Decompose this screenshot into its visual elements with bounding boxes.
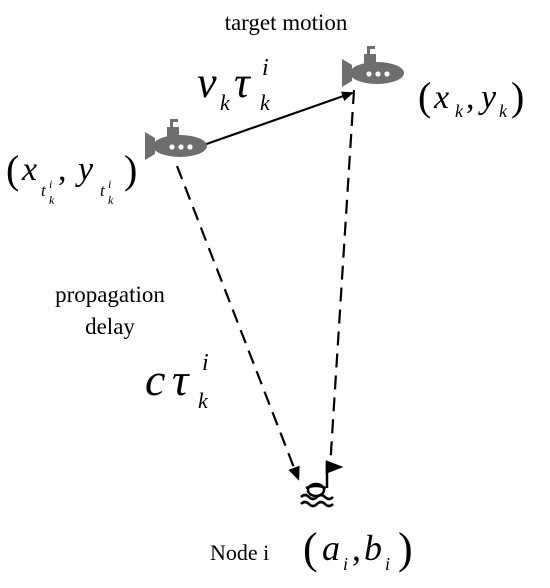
svg-text:i: i bbox=[49, 177, 52, 191]
svg-text:k: k bbox=[220, 90, 231, 115]
svg-text:y: y bbox=[478, 79, 497, 116]
submarine-icon bbox=[145, 119, 207, 160]
svg-text:,: , bbox=[352, 528, 361, 568]
svg-text:v: v bbox=[197, 58, 217, 107]
svg-text:i: i bbox=[108, 177, 111, 191]
svg-text:c: c bbox=[145, 354, 165, 405]
current-position-label: ( x k , y k ) bbox=[418, 74, 524, 121]
delay-term: c τ i k bbox=[145, 350, 209, 413]
buoy-node-icon bbox=[300, 460, 344, 508]
past-position-label: ( x t i k , y t i k ) bbox=[6, 147, 137, 207]
svg-text:y: y bbox=[75, 151, 94, 188]
svg-text:i: i bbox=[385, 554, 390, 574]
velocity-term: v k τ i k bbox=[197, 55, 271, 115]
svg-text:k: k bbox=[108, 193, 114, 207]
svg-text:x: x bbox=[21, 151, 37, 188]
target-motion-label: target motion bbox=[225, 10, 348, 35]
svg-text:k: k bbox=[260, 90, 271, 115]
propagation-path-current bbox=[328, 89, 356, 469]
svg-text:k: k bbox=[49, 193, 55, 207]
svg-text:): ) bbox=[124, 147, 137, 192]
svg-text:(: ( bbox=[6, 147, 19, 192]
svg-text:(: ( bbox=[418, 74, 431, 119]
node-position-label: ( a i , b i ) bbox=[303, 524, 413, 574]
svg-text:t: t bbox=[100, 181, 106, 200]
svg-text:k: k bbox=[455, 101, 464, 121]
propagation-path-past bbox=[175, 165, 300, 481]
svg-text:τ: τ bbox=[234, 58, 252, 107]
submarine-icon bbox=[342, 46, 404, 87]
delay-label: delay bbox=[85, 314, 135, 339]
svg-text:): ) bbox=[398, 524, 413, 573]
svg-text:i: i bbox=[343, 554, 348, 574]
svg-text:,: , bbox=[58, 151, 67, 188]
svg-text:): ) bbox=[511, 74, 524, 119]
svg-text:,: , bbox=[466, 79, 475, 116]
node-label: Node i bbox=[210, 540, 269, 565]
svg-text:a: a bbox=[322, 528, 340, 568]
svg-text:k: k bbox=[198, 388, 209, 413]
svg-text:t: t bbox=[41, 181, 47, 200]
svg-text:b: b bbox=[364, 528, 382, 568]
propagation-label: propagation bbox=[55, 282, 165, 307]
svg-text:(: ( bbox=[303, 524, 318, 573]
svg-text:x: x bbox=[433, 79, 449, 116]
target-motion-arrow bbox=[177, 91, 354, 156]
svg-text:i: i bbox=[262, 55, 269, 81]
svg-text:k: k bbox=[499, 101, 508, 121]
svg-text:i: i bbox=[202, 350, 209, 376]
svg-text:τ: τ bbox=[172, 354, 190, 405]
